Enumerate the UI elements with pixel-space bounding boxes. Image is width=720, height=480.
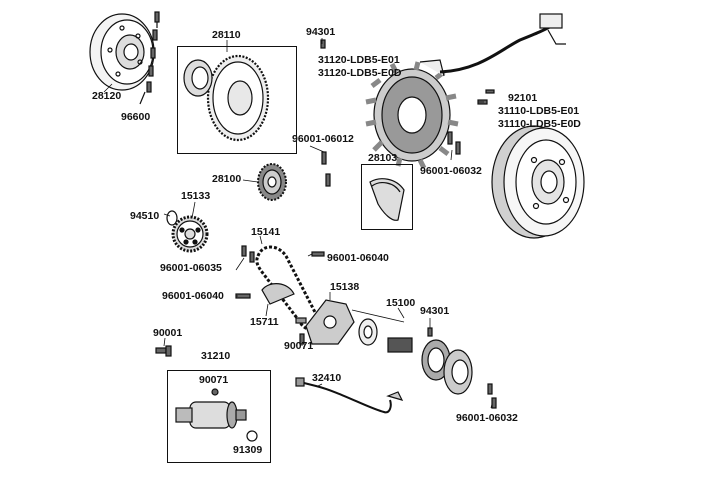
part-label-31110-ldb5-e0d[interactable]: 31110-LDB5-E0D (498, 118, 581, 130)
starter-motor-31210 (175, 388, 258, 442)
bolt-96001-06040-a (311, 251, 325, 257)
stator-coil (365, 13, 566, 170)
sprocket-15133 (171, 215, 209, 253)
starter-pinion-28100 (257, 163, 287, 201)
part-label-28110[interactable]: 28110 (212, 29, 241, 41)
chain-tensioner-15711 (261, 283, 295, 305)
part-label-91309[interactable]: 91309 (233, 444, 263, 456)
part-label-94301-mid[interactable]: 94301 (420, 305, 450, 317)
pump-assembly-15100 (351, 309, 473, 395)
part-label-31210[interactable]: 31210 (201, 350, 231, 362)
circlip-94510 (166, 210, 178, 226)
cover-28103 (369, 178, 405, 221)
bolt-90001 (155, 345, 172, 357)
part-label-96001-06040-b[interactable]: 96001-06040 (162, 290, 224, 302)
part-label-15133[interactable]: 15133 (181, 190, 211, 202)
part-label-15141[interactable]: 15141 (251, 226, 281, 238)
part-label-28120[interactable]: 28120 (92, 90, 122, 102)
oil-pump-15138 (295, 299, 355, 345)
part-label-31120-ldb5-e01[interactable]: 31120-LDB5-E01 (318, 54, 400, 66)
part-label-90001[interactable]: 90001 (153, 327, 183, 339)
part-label-28100[interactable]: 28100 (212, 173, 242, 185)
group-box-28103 (361, 164, 413, 230)
part-label-32410[interactable]: 32410 (312, 372, 342, 384)
bolt-94301-top (320, 39, 326, 49)
part-label-31120-ldb5-e0d[interactable]: 31120-LDB5-E0D (318, 67, 402, 79)
part-label-96001-06032-a[interactable]: 96001-06032 (420, 165, 482, 177)
group-box-31210 (167, 370, 271, 463)
part-label-96001-06040-a[interactable]: 96001-06040 (327, 252, 389, 264)
part-label-31110-ldb5-e01[interactable]: 31110-LDB5-E01 (498, 105, 580, 117)
bolt-set-96600 (139, 11, 160, 105)
part-label-15711[interactable]: 15711 (250, 316, 279, 328)
bolt-96001-06035 (241, 245, 255, 263)
part-label-96001-06032-b[interactable]: 96001-06032 (456, 412, 518, 424)
bolt-96001-06012 (321, 131, 461, 187)
leader-lines (103, 38, 493, 409)
part-label-90071-a[interactable]: 90071 (284, 340, 314, 352)
bolt-96001-06040-b (235, 293, 251, 299)
part-label-94510[interactable]: 94510 (130, 210, 160, 222)
bolt-96001-06032-b (487, 383, 497, 409)
part-label-92101[interactable]: 92101 (508, 92, 538, 104)
part-label-94301-top[interactable]: 94301 (306, 26, 336, 38)
starter-gear-28110 (183, 54, 270, 142)
part-label-15138[interactable]: 15138 (330, 281, 360, 293)
part-label-15100[interactable]: 15100 (386, 297, 416, 309)
starter-clutch-plate (89, 13, 155, 91)
flywheel-rotor (491, 125, 585, 239)
part-label-28103[interactable]: 28103 (368, 152, 398, 164)
part-label-96001-06012[interactable]: 96001-06012 (292, 133, 354, 145)
part-label-96001-06035[interactable]: 96001-06035 (160, 262, 222, 274)
wire-32410 (295, 377, 404, 414)
part-label-96600[interactable]: 96600 (121, 111, 151, 123)
group-box-28110 (177, 46, 297, 154)
bolt-94301-mid (427, 327, 433, 337)
part-label-90071-b[interactable]: 90071 (199, 374, 229, 386)
